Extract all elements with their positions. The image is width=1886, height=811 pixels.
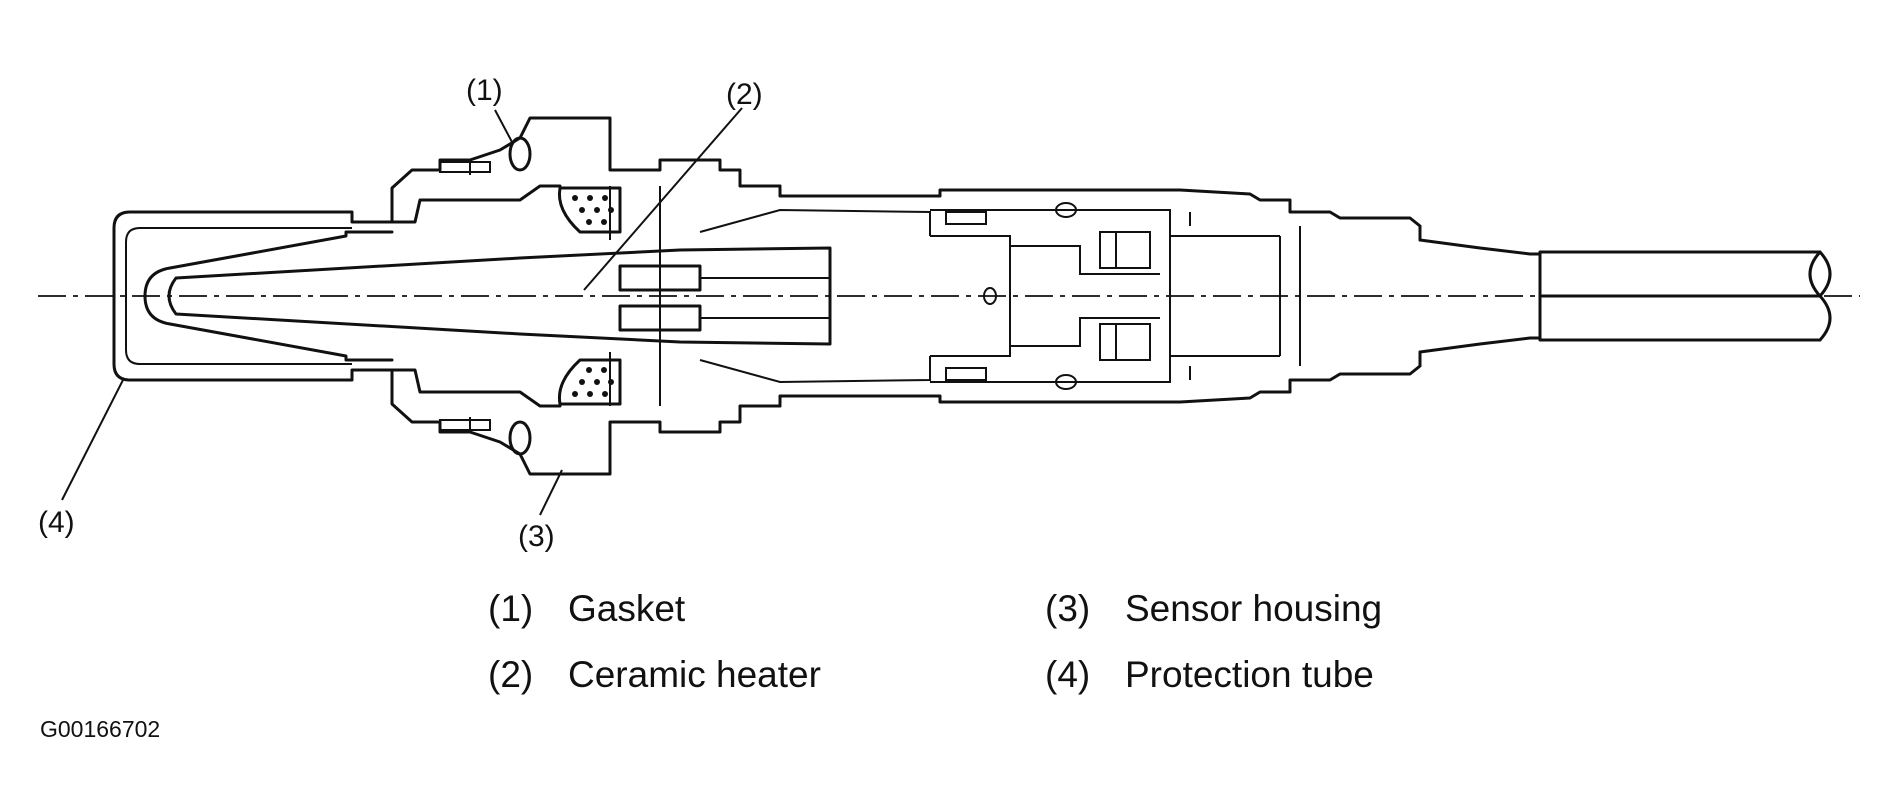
legend-number: (3)	[1045, 588, 1091, 629]
legend-item-sensor-housing: (3) Sensor housing	[1045, 588, 1382, 630]
legend-item-gasket: (1) Gasket	[488, 588, 685, 630]
leader-line-3	[539, 469, 563, 516]
legend-item-ceramic-heater: (2) Ceramic heater	[488, 654, 821, 696]
legend-number: (2)	[488, 654, 534, 695]
legend-label: Ceramic heater	[568, 654, 821, 695]
legend-label: Protection tube	[1125, 654, 1374, 695]
gasket	[508, 136, 532, 456]
callout-3: (3)	[518, 520, 555, 553]
callout-2: (2)	[726, 78, 763, 111]
leader-line-4	[61, 377, 125, 501]
callout-1: (1)	[466, 74, 503, 107]
legend-label: Sensor housing	[1125, 588, 1383, 629]
leader-line-2	[583, 107, 743, 291]
leader-line-1	[494, 109, 513, 143]
sensor-housing	[390, 116, 782, 476]
protection-tube	[112, 210, 394, 382]
figure-id: G00166702	[40, 716, 161, 742]
callout-4: (4)	[38, 506, 75, 539]
sensor-body	[699, 184, 1422, 408]
legend-number: (4)	[1045, 654, 1091, 695]
legend-number: (1)	[488, 588, 534, 629]
packing	[557, 186, 622, 406]
legend-label: Gasket	[568, 588, 686, 629]
lead-cable	[1418, 238, 1832, 354]
legend-item-protection-tube: (4) Protection tube	[1045, 654, 1374, 696]
